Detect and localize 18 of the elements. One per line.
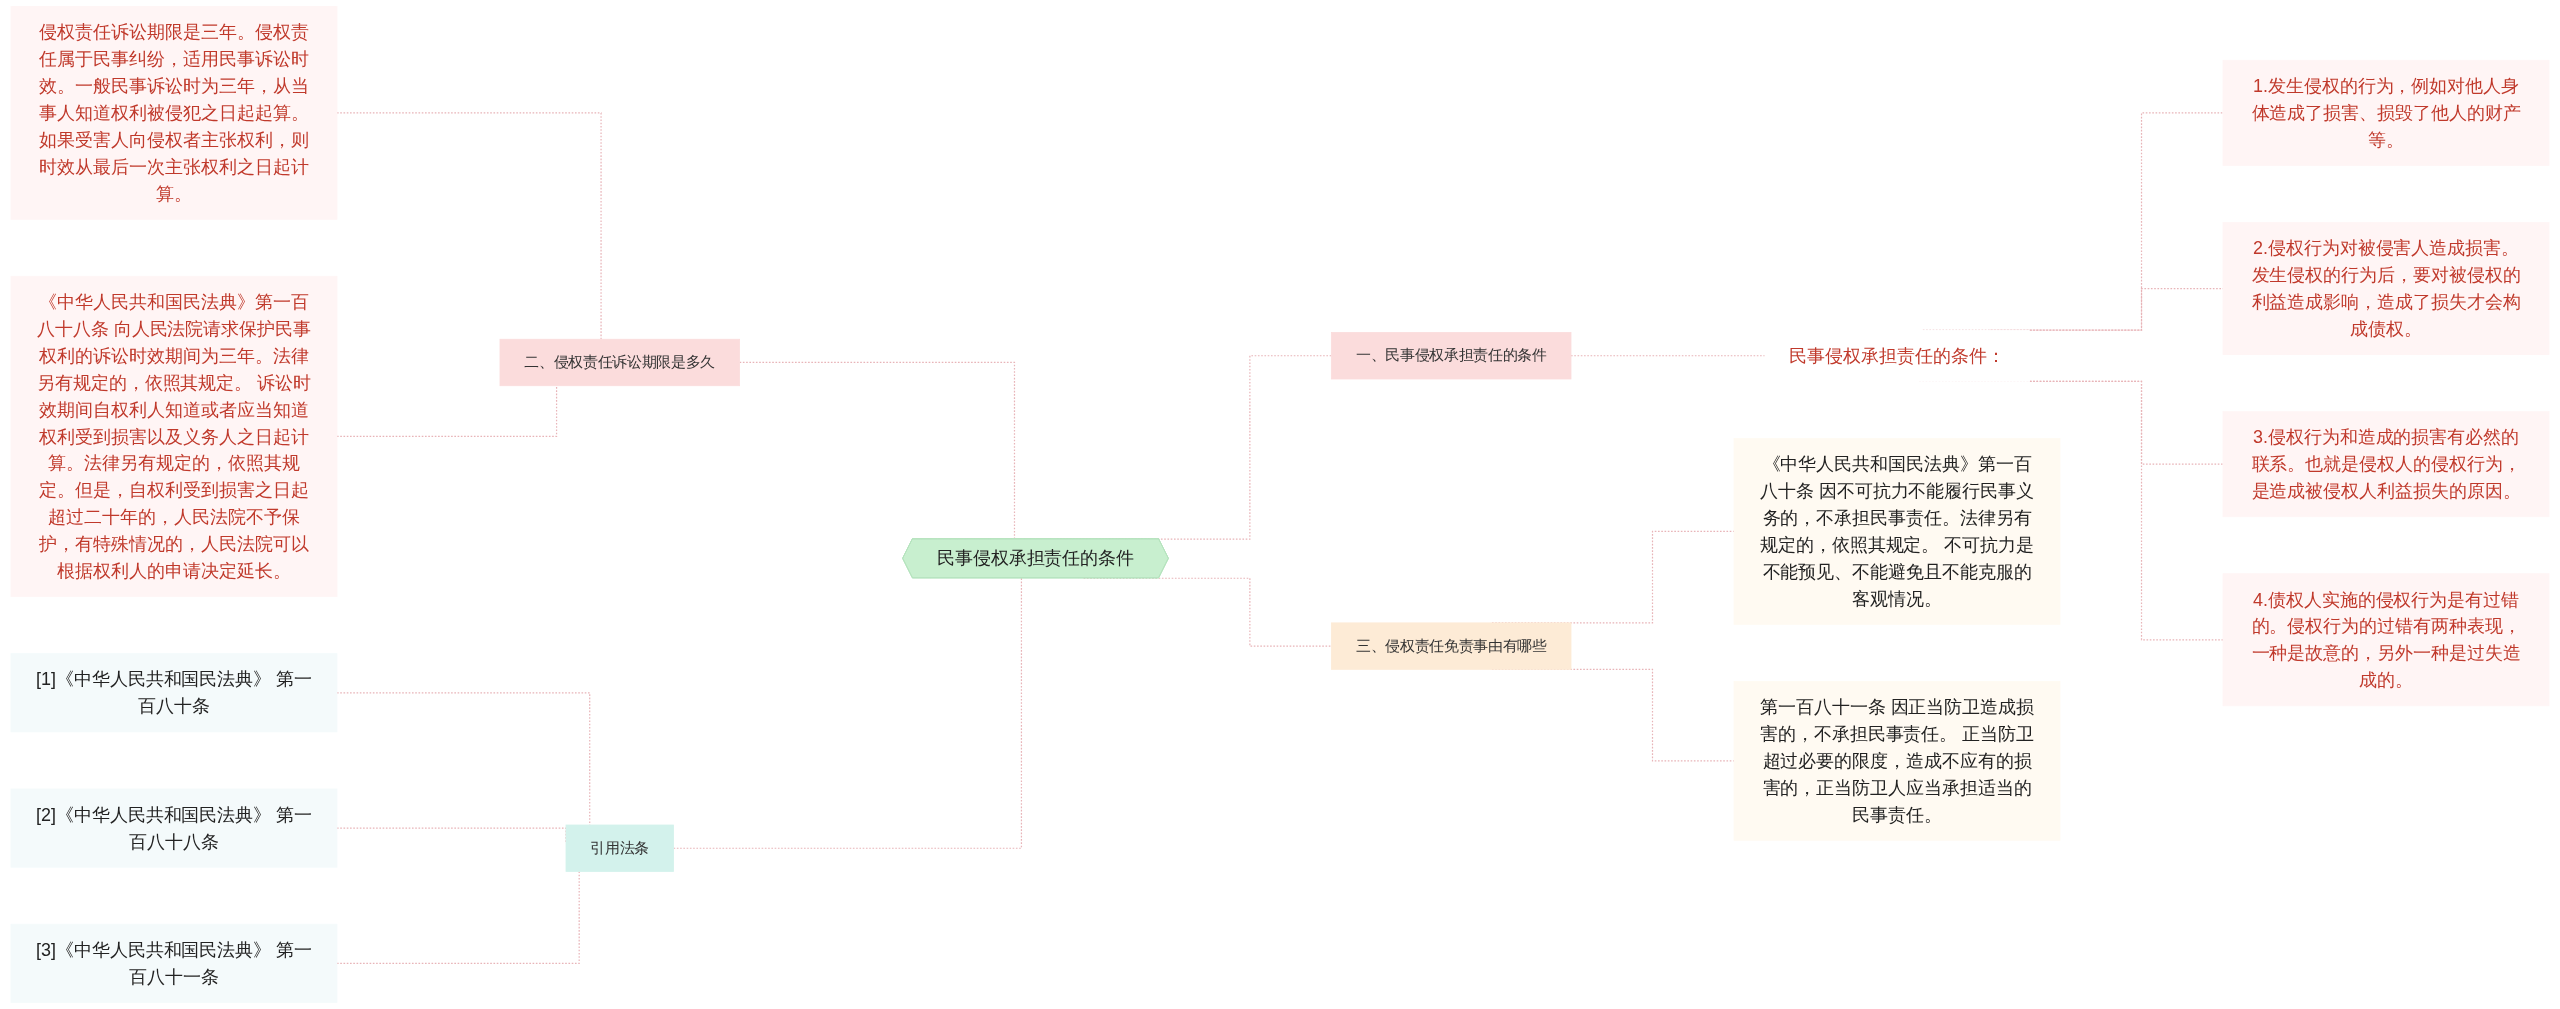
node-box: 第一百八十一条 因正当防卫造成损害的，不承担民事责任。 正当防卫超过必要的限度，造成不应有的损害的，正当防卫人应当承担适当的民事责任。 — [1733, 680, 2061, 841]
connector — [673, 577, 1023, 849]
node-box: [1]《中华人民共和国民法典》 第一百八十条 — [10, 653, 338, 733]
node-box: 三、侵权责任免责事由有哪些 — [1330, 622, 1572, 670]
node-box: [3]《中华人民共和国民法典》 第一百八十一条 — [10, 923, 338, 1003]
node-box: [2]《中华人民共和国民法典》 第一百八十八条 — [10, 788, 338, 868]
connector — [336, 112, 602, 340]
node-box: 4.债权人实施的侵权行为是有过错的。侵权行为的过错有两种表现，一种是故意的，另外一种是过失造成的。 — [2222, 573, 2550, 707]
node-box: 二、侵权责任诉讼期限是多久 — [499, 338, 740, 387]
node-box: 2.侵权行为对被侵害人造成损害。发生侵权的行为后，要对被侵权的利益造成影响，造成了损失才会构成债权。 — [2222, 222, 2550, 355]
node-box: 一、民事侵权承担责任的条件 — [1330, 332, 1572, 380]
node-box: 《中华人民共和国民法典》第一百八十八条 向人民法院请求保护民事权利的诉讼时效期间为三年。法律另有规定的，依照其规定。 诉讼时效期间自权利人知道或者应当知道权利受到损害以及义务人之日起计算。法律另有规定的，依照其规定。但是，自权利受到损害之日起超过二十年的，人民法院不予保护，有特殊情况的，人民法院可以根据权利人的申请决定延长。 — [10, 275, 338, 597]
node-box: 1.发生侵权的行为，例如对他人身体造成了损害、损毁了他人的财产等。 — [2222, 59, 2550, 166]
connector — [336, 385, 558, 438]
node-box: 《中华人民共和国民法典》第一百八十条 因不可抗力不能履行民事义务的，不承担民事责任。法律另有规定的，依照其规定。 不可抗力是不能预见、不能避免且不能克服的客观情况。 — [1733, 438, 2061, 625]
node-box: 引用法条 — [565, 824, 674, 872]
node-box: 侵权责任诉讼期限是三年。侵权责任属于民事纠纷，适用民事诉讼时效。一般民事诉讼时为三年，从当事人知道权利被侵犯之日起起算。如果受害人向侵权者主张权利，则时效从最后一次主张权利之日起计算。 — [10, 6, 338, 220]
node-box: 3.侵权行为和造成的损害有必然的联系。也就是侵权人的侵权行为，是造成被侵权人利益损失的原因。 — [2222, 411, 2550, 518]
